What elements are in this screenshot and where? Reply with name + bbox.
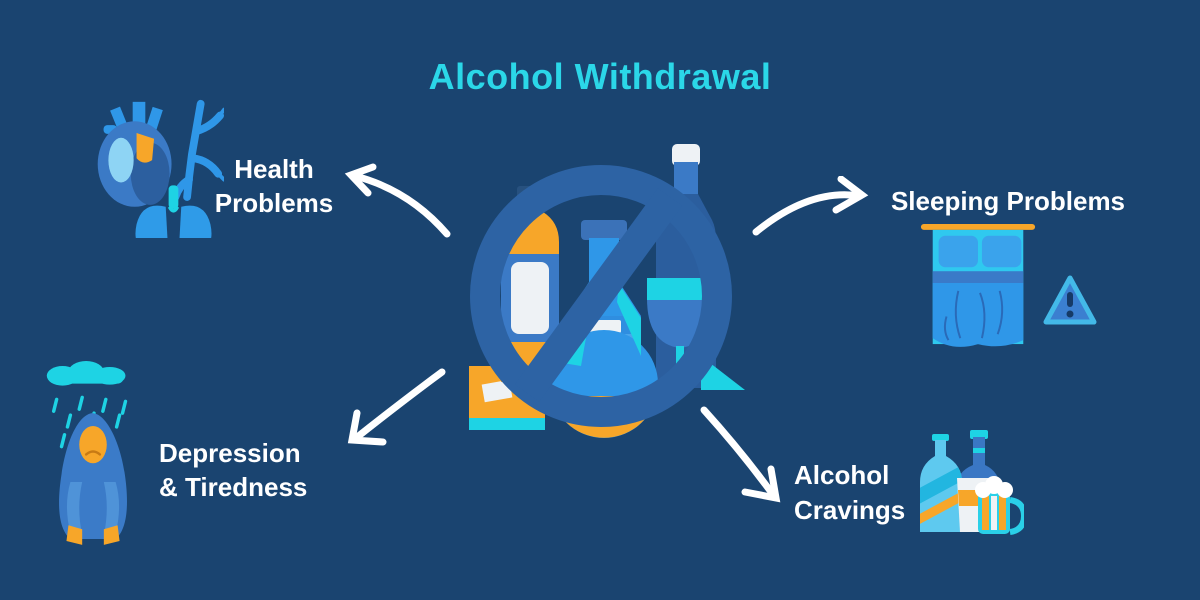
label-line: Alcohol	[794, 460, 890, 490]
label-line: & Tiredness	[159, 472, 308, 502]
label-line: Sleeping Problems	[890, 186, 1126, 216]
sad-figure-rain-cloud-icon	[46, 361, 128, 545]
health-problems-label: Health Problems	[194, 152, 354, 220]
sleeping-problems-label: Sleeping Problems	[868, 184, 1148, 218]
arrow-to-cravings-icon	[700, 406, 781, 503]
no-alcohol-icon	[469, 144, 745, 438]
bed-icon	[920, 223, 1036, 347]
heart-lungs-veins-icon	[97, 99, 224, 238]
arrow-to-health-icon	[344, 163, 451, 238]
depression-tiredness-label: Depression & Tiredness	[159, 436, 307, 504]
page-title: Alcohol Withdrawal	[428, 56, 772, 97]
arrow-to-depression-icon	[347, 368, 446, 446]
label-line: Depression	[159, 438, 301, 468]
label-line: Cravings	[794, 495, 906, 525]
arrow-to-sleeping-icon	[752, 176, 869, 236]
label-line: Health	[234, 154, 314, 184]
warning-triangle-icon	[1043, 275, 1097, 325]
label-line: Problems	[214, 188, 334, 218]
bottles-beer-mug-icon	[920, 430, 1024, 535]
alcohol-cravings-label: Alcohol Cravings	[794, 458, 905, 528]
